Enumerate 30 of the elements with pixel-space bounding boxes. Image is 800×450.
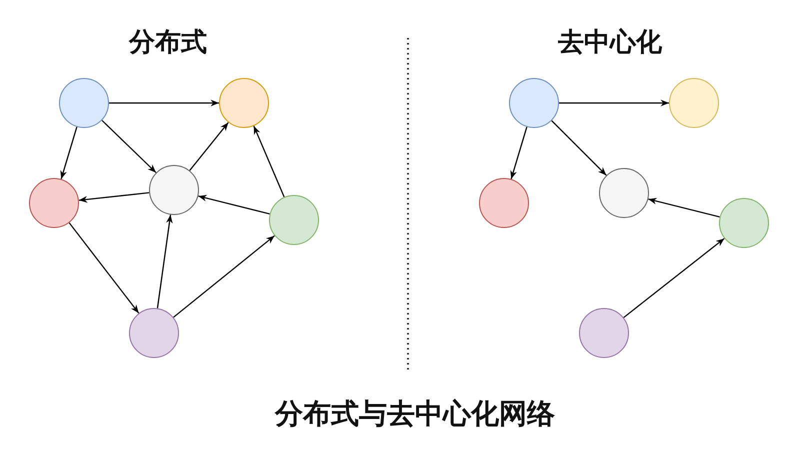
network-node-circle — [669, 78, 719, 128]
network-node-circle — [509, 78, 559, 128]
network-node-circle — [719, 198, 769, 248]
network-node-circle — [599, 168, 649, 218]
network-node-circle — [29, 178, 79, 228]
network-node-circle — [269, 195, 319, 245]
arrow — [551, 120, 607, 176]
arrow — [156, 214, 173, 308]
arrow — [623, 238, 725, 318]
arrow — [189, 122, 229, 171]
arrow — [60, 126, 78, 180]
network-node-circle — [579, 308, 629, 358]
network-node-circle — [129, 308, 179, 358]
network-node-circle — [219, 78, 269, 128]
network-node-circle — [59, 78, 109, 128]
arrow — [173, 235, 275, 318]
arrow — [198, 194, 270, 215]
network-node-circle — [149, 165, 199, 215]
caption: 分布式与去中心化网络 — [275, 396, 555, 432]
arrow — [559, 100, 669, 106]
arrow — [78, 192, 150, 203]
section-heading: 分布式 — [129, 26, 207, 60]
arrow — [648, 198, 720, 218]
arrow — [109, 100, 219, 106]
arrow — [510, 126, 528, 180]
arrow — [253, 126, 285, 198]
arrow — [102, 120, 156, 174]
arrow — [68, 222, 140, 314]
section-heading: 去中心化 — [558, 26, 662, 60]
network-node-circle — [479, 178, 529, 228]
